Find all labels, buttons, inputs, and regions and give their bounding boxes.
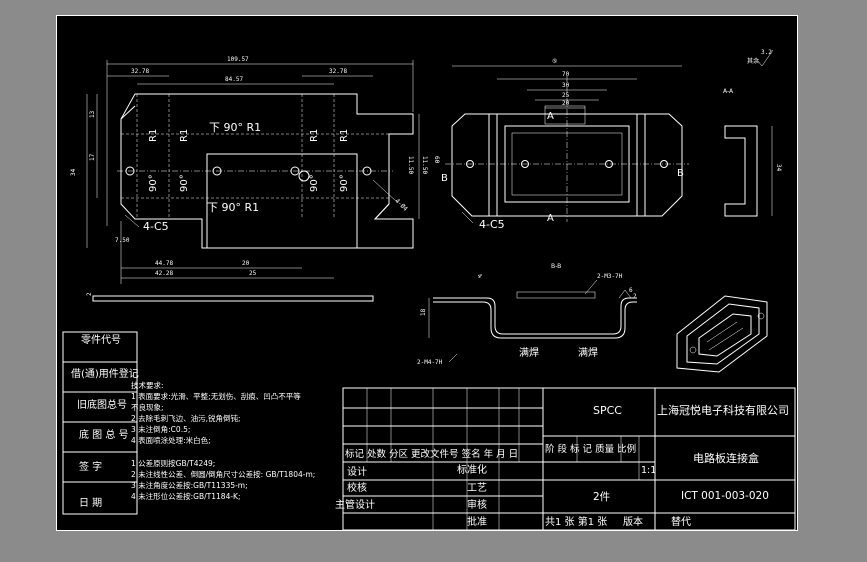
tech2-item-3: 3.未注角度公差按:GB/T11335-m; <box>131 480 248 490</box>
company: 上海冠悦电子科技有限公司 <box>657 403 789 417</box>
r-label-1: R1 <box>148 129 159 142</box>
iso-view <box>676 295 768 373</box>
replace-label: 替代 <box>671 515 691 528</box>
dim-right: 32.78 <box>329 68 347 75</box>
chief-label: 主管设计 <box>335 498 375 511</box>
title-block: SPCC 上海冠悦电子科技有限公司 电路板连接盒 ICT 001-003-020… <box>335 387 796 531</box>
section-b-right: B <box>677 168 684 179</box>
dim-left-h2: 17 <box>89 153 96 161</box>
bb-d2: 2 <box>633 293 637 300</box>
scale: 1:1 <box>641 465 656 476</box>
version-label: 版本 <box>623 515 643 528</box>
quantity: 2件 <box>593 491 610 503</box>
weld-label-2: 满焊 <box>578 347 598 359</box>
dim-left-h3: 34 <box>70 168 77 176</box>
deg-label-4: 90° <box>339 174 350 192</box>
process-label: 工艺 <box>467 482 487 494</box>
dim-mid: 84.57 <box>225 76 243 83</box>
tech-item-4: 3.未注倒角:C0.5; <box>131 424 190 434</box>
deg-label-1: 90° <box>148 174 159 192</box>
r-label-2: R1 <box>179 129 190 142</box>
front-hole-note: 4-Ø4 <box>394 197 409 212</box>
tech-notes: 技术要求: 1.表面要求:光滑、平整;无划伤、刮痕、凹凸不平等 不良现象; 2.… <box>131 380 315 501</box>
top-view: B B A A 4-C5 ⑤ 70 30 25 20 <box>441 58 689 231</box>
top-dim-20: 20 <box>562 100 570 107</box>
r-label-4: R1 <box>339 129 350 142</box>
dim-left: 32.78 <box>131 68 149 75</box>
bb-note1: 2-M3-7H <box>597 273 623 280</box>
weld-label-1: 满焊 <box>519 347 539 359</box>
part-name: 电路板连接盒 <box>693 451 759 465</box>
roughness-value: 3.2 <box>761 49 772 56</box>
left-table: 零件代号 借(通)用件登记 旧底图总号 底 图 总 号 签 字 日 期 <box>62 331 139 515</box>
deg-label-3: 90° <box>309 174 320 192</box>
dim-small: 7.50 <box>115 237 130 244</box>
section-aa-d34: 34 <box>775 164 782 172</box>
tech-title: 技术要求: <box>131 380 164 390</box>
standard-label: 标准化 <box>457 463 487 476</box>
top-dim-30: 30 <box>562 82 570 89</box>
left-row-1: 零件代号 <box>81 334 121 346</box>
bb-d6: 6 <box>629 287 633 294</box>
side-strip: 2 <box>86 292 374 302</box>
deg-label-2: 90° <box>179 174 190 192</box>
tech-item-2: 不良现象; <box>131 402 164 412</box>
section-aa-title: A-A <box>723 88 734 95</box>
stage-row: 阶 段 标 记 质量 比例 <box>545 443 636 455</box>
dim-right-total: 60 <box>433 156 440 164</box>
section-b-left: B <box>441 173 448 184</box>
approve-label: 批准 <box>467 515 487 528</box>
left-row-2: 借(通)用件登记 <box>71 367 139 380</box>
section-a-bottom: A <box>547 213 554 224</box>
review-label: 审核 <box>467 498 487 511</box>
front-view: 下 90° R1 下 90° R1 R1 R1 R1 R1 90° 90° 90… <box>70 56 440 284</box>
design-label: 设计 <box>347 465 367 478</box>
roughness-mark: 其余 3.2 <box>747 49 774 67</box>
dim-bottom2: 20 <box>242 260 250 267</box>
bend-label-top: 下 90° R1 <box>209 121 261 134</box>
dim-bottom1: 44.78 <box>155 260 173 267</box>
top-dim-overall: ⑤ <box>552 58 557 65</box>
material: SPCC <box>593 404 622 417</box>
bb-d4: 4 <box>476 272 484 280</box>
top-dim-25: 25 <box>562 92 570 99</box>
drawing-sheet: 下 90° R1 下 90° R1 R1 R1 R1 R1 90° 90° 90… <box>56 15 798 531</box>
tech2-item-2: 2.未注线性公差、倒圆/倒角尺寸公差按: GB/T1804-m; <box>131 469 315 479</box>
dim-right-h2: 11.50 <box>421 156 428 174</box>
bend-label-bottom: 下 90° R1 <box>207 201 259 214</box>
dim-bottom4: 25 <box>249 270 257 277</box>
section-bb-title: B-B <box>551 263 561 270</box>
tech2-item-4: 4.未注形位公差按:GB/T1184-K; <box>131 491 241 501</box>
drawing-number: ICT 001-003-020 <box>681 490 769 502</box>
tech2-item-1: 1.公差原则按GB/T4249; <box>131 458 215 468</box>
header-row: 标记 处数 分区 更改文件号 签名 年 月 日 <box>345 448 518 460</box>
section-bb: B-B 2-M3-7H 2-M4-7H 18 满焊 满焊 4 6 2 <box>417 263 637 366</box>
bb-note2: 2-M4-7H <box>417 359 443 366</box>
tech-item-1: 1.表面要求:光滑、平整;无划伤、刮痕、凹凸不平等 <box>131 391 301 401</box>
top-dim-70: 70 <box>562 71 570 78</box>
check-label: 校核 <box>347 481 367 494</box>
dim-right-h: 11.50 <box>407 156 414 174</box>
dim-bottom3: 42.28 <box>155 270 173 277</box>
sheets: 共1 张 第1 张 <box>545 515 607 528</box>
section-a-top: A <box>547 111 554 122</box>
drawing-canvas: 下 90° R1 下 90° R1 R1 R1 R1 R1 90° 90° 90… <box>62 49 796 531</box>
bb-d18: 18 <box>420 308 427 316</box>
left-row-3: 旧底图总号 <box>77 398 127 411</box>
r-label-3: R1 <box>309 129 320 142</box>
section-aa: A-A 34 <box>723 88 782 217</box>
dim-left-h: 13 <box>89 110 96 118</box>
strip-thickness: 2 <box>86 292 93 296</box>
dim-overall: 109.57 <box>227 56 249 63</box>
tech-item-5: 4.表面喷涂处理:米白色; <box>131 435 211 445</box>
top-chamfer-label: 4-C5 <box>479 218 505 231</box>
tech-item-3: 2.去除毛刺飞边、油污,锐角倒钝; <box>131 413 241 423</box>
left-row-5: 签 字 <box>79 460 102 473</box>
left-row-4: 底 图 总 号 <box>79 428 129 441</box>
front-chamfer-label: 4-C5 <box>143 220 169 233</box>
left-row-6: 日 期 <box>79 497 102 509</box>
roughness-label: 其余 <box>747 57 759 65</box>
